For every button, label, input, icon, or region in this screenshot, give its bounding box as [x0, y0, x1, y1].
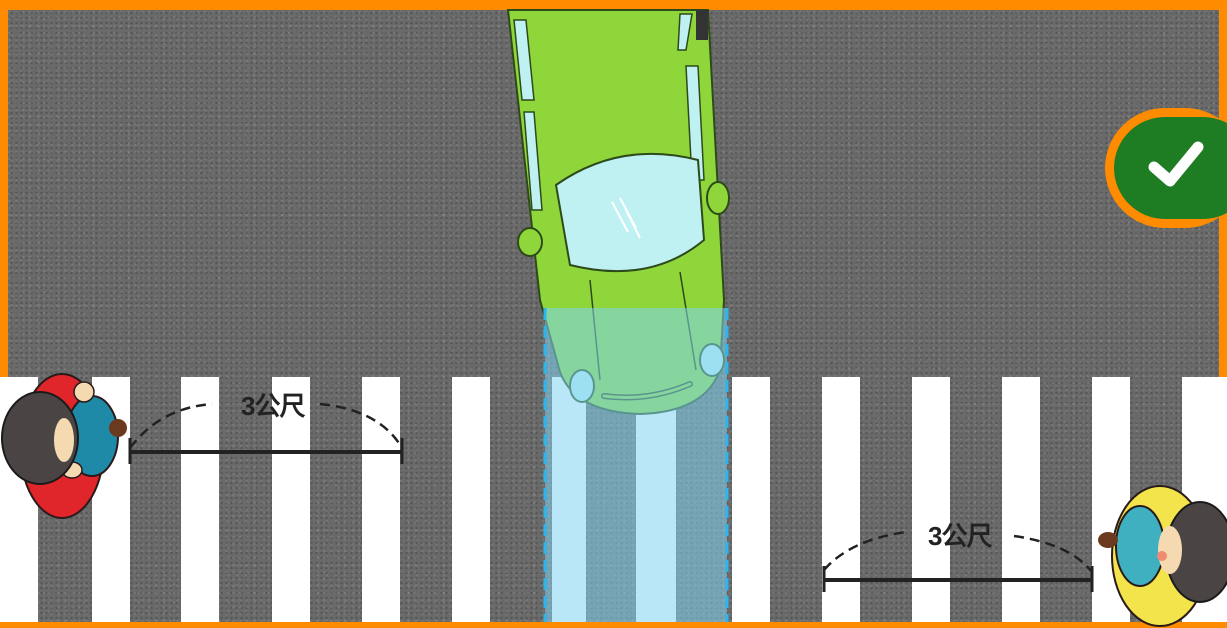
left-distance-marker: [128, 402, 404, 464]
crosswalk-stripe: [912, 377, 950, 622]
crosswalk-stripe: [362, 377, 400, 622]
right-distance-marker: [822, 530, 1094, 592]
right-pedestrian: [1098, 485, 1227, 627]
right-distance-label: 3公尺: [928, 521, 992, 551]
confirm-button-face[interactable]: [1114, 117, 1227, 219]
crosswalk-stripe: [822, 377, 860, 622]
crosswalk-stripe: [272, 377, 310, 622]
crosswalk-stripe: [181, 377, 219, 622]
crossing-zone: [543, 308, 729, 622]
left-pedestrian: [1, 373, 127, 519]
confirm-button[interactable]: [1105, 108, 1227, 228]
crosswalk-stripe: [452, 377, 490, 622]
left-distance-label: 3公尺: [241, 391, 305, 421]
crosswalk-stripe: [732, 377, 770, 622]
checkmark-icon: [1148, 141, 1204, 187]
crosswalk-stripe: [1002, 377, 1040, 622]
